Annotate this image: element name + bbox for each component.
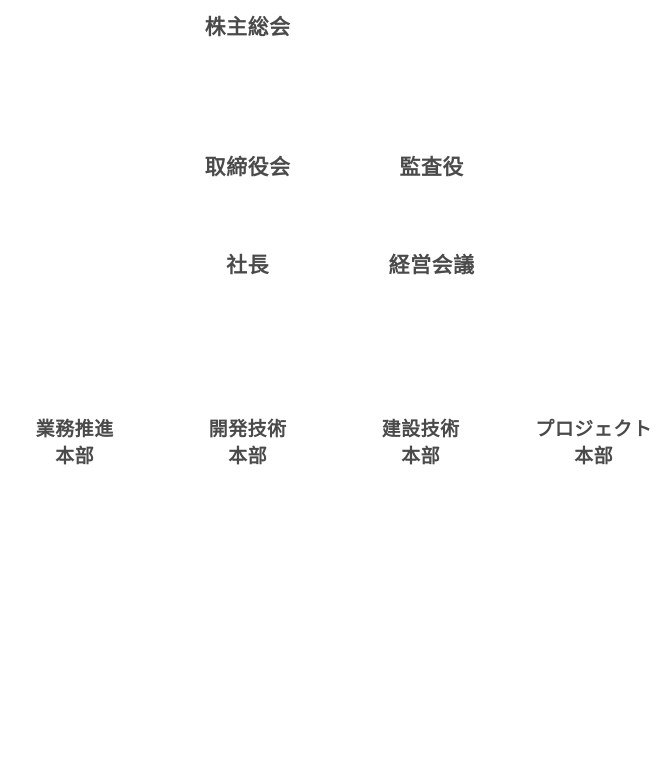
division-node-development-technology: 開発技術 本部 bbox=[209, 416, 287, 470]
division-name-line2: 本部 bbox=[574, 445, 614, 467]
president-node: 社長 bbox=[226, 253, 270, 277]
division-name-line2: 本部 bbox=[228, 445, 268, 467]
division-name-line1: プロジェクト bbox=[535, 418, 653, 440]
division-name-line2: 本部 bbox=[401, 445, 441, 467]
division-name-line1: 開発技術 bbox=[208, 418, 288, 440]
division-name-line1: 建設技術 bbox=[381, 418, 461, 440]
management-meeting-node: 経営会議 bbox=[389, 253, 475, 277]
division-node-construction-technology: 建設技術 本部 bbox=[382, 416, 460, 470]
auditor-node: 監査役 bbox=[399, 155, 465, 179]
division-node-business-promotion: 業務推進 本部 bbox=[36, 416, 114, 470]
board-of-directors-node: 取締役会 bbox=[205, 155, 291, 179]
division-name-line2: 本部 bbox=[55, 445, 95, 467]
division-name-line1: 業務推進 bbox=[35, 418, 115, 440]
division-node-project: プロジェクト 本部 bbox=[535, 416, 652, 470]
shareholders-meeting-node: 株主総会 bbox=[205, 15, 291, 39]
